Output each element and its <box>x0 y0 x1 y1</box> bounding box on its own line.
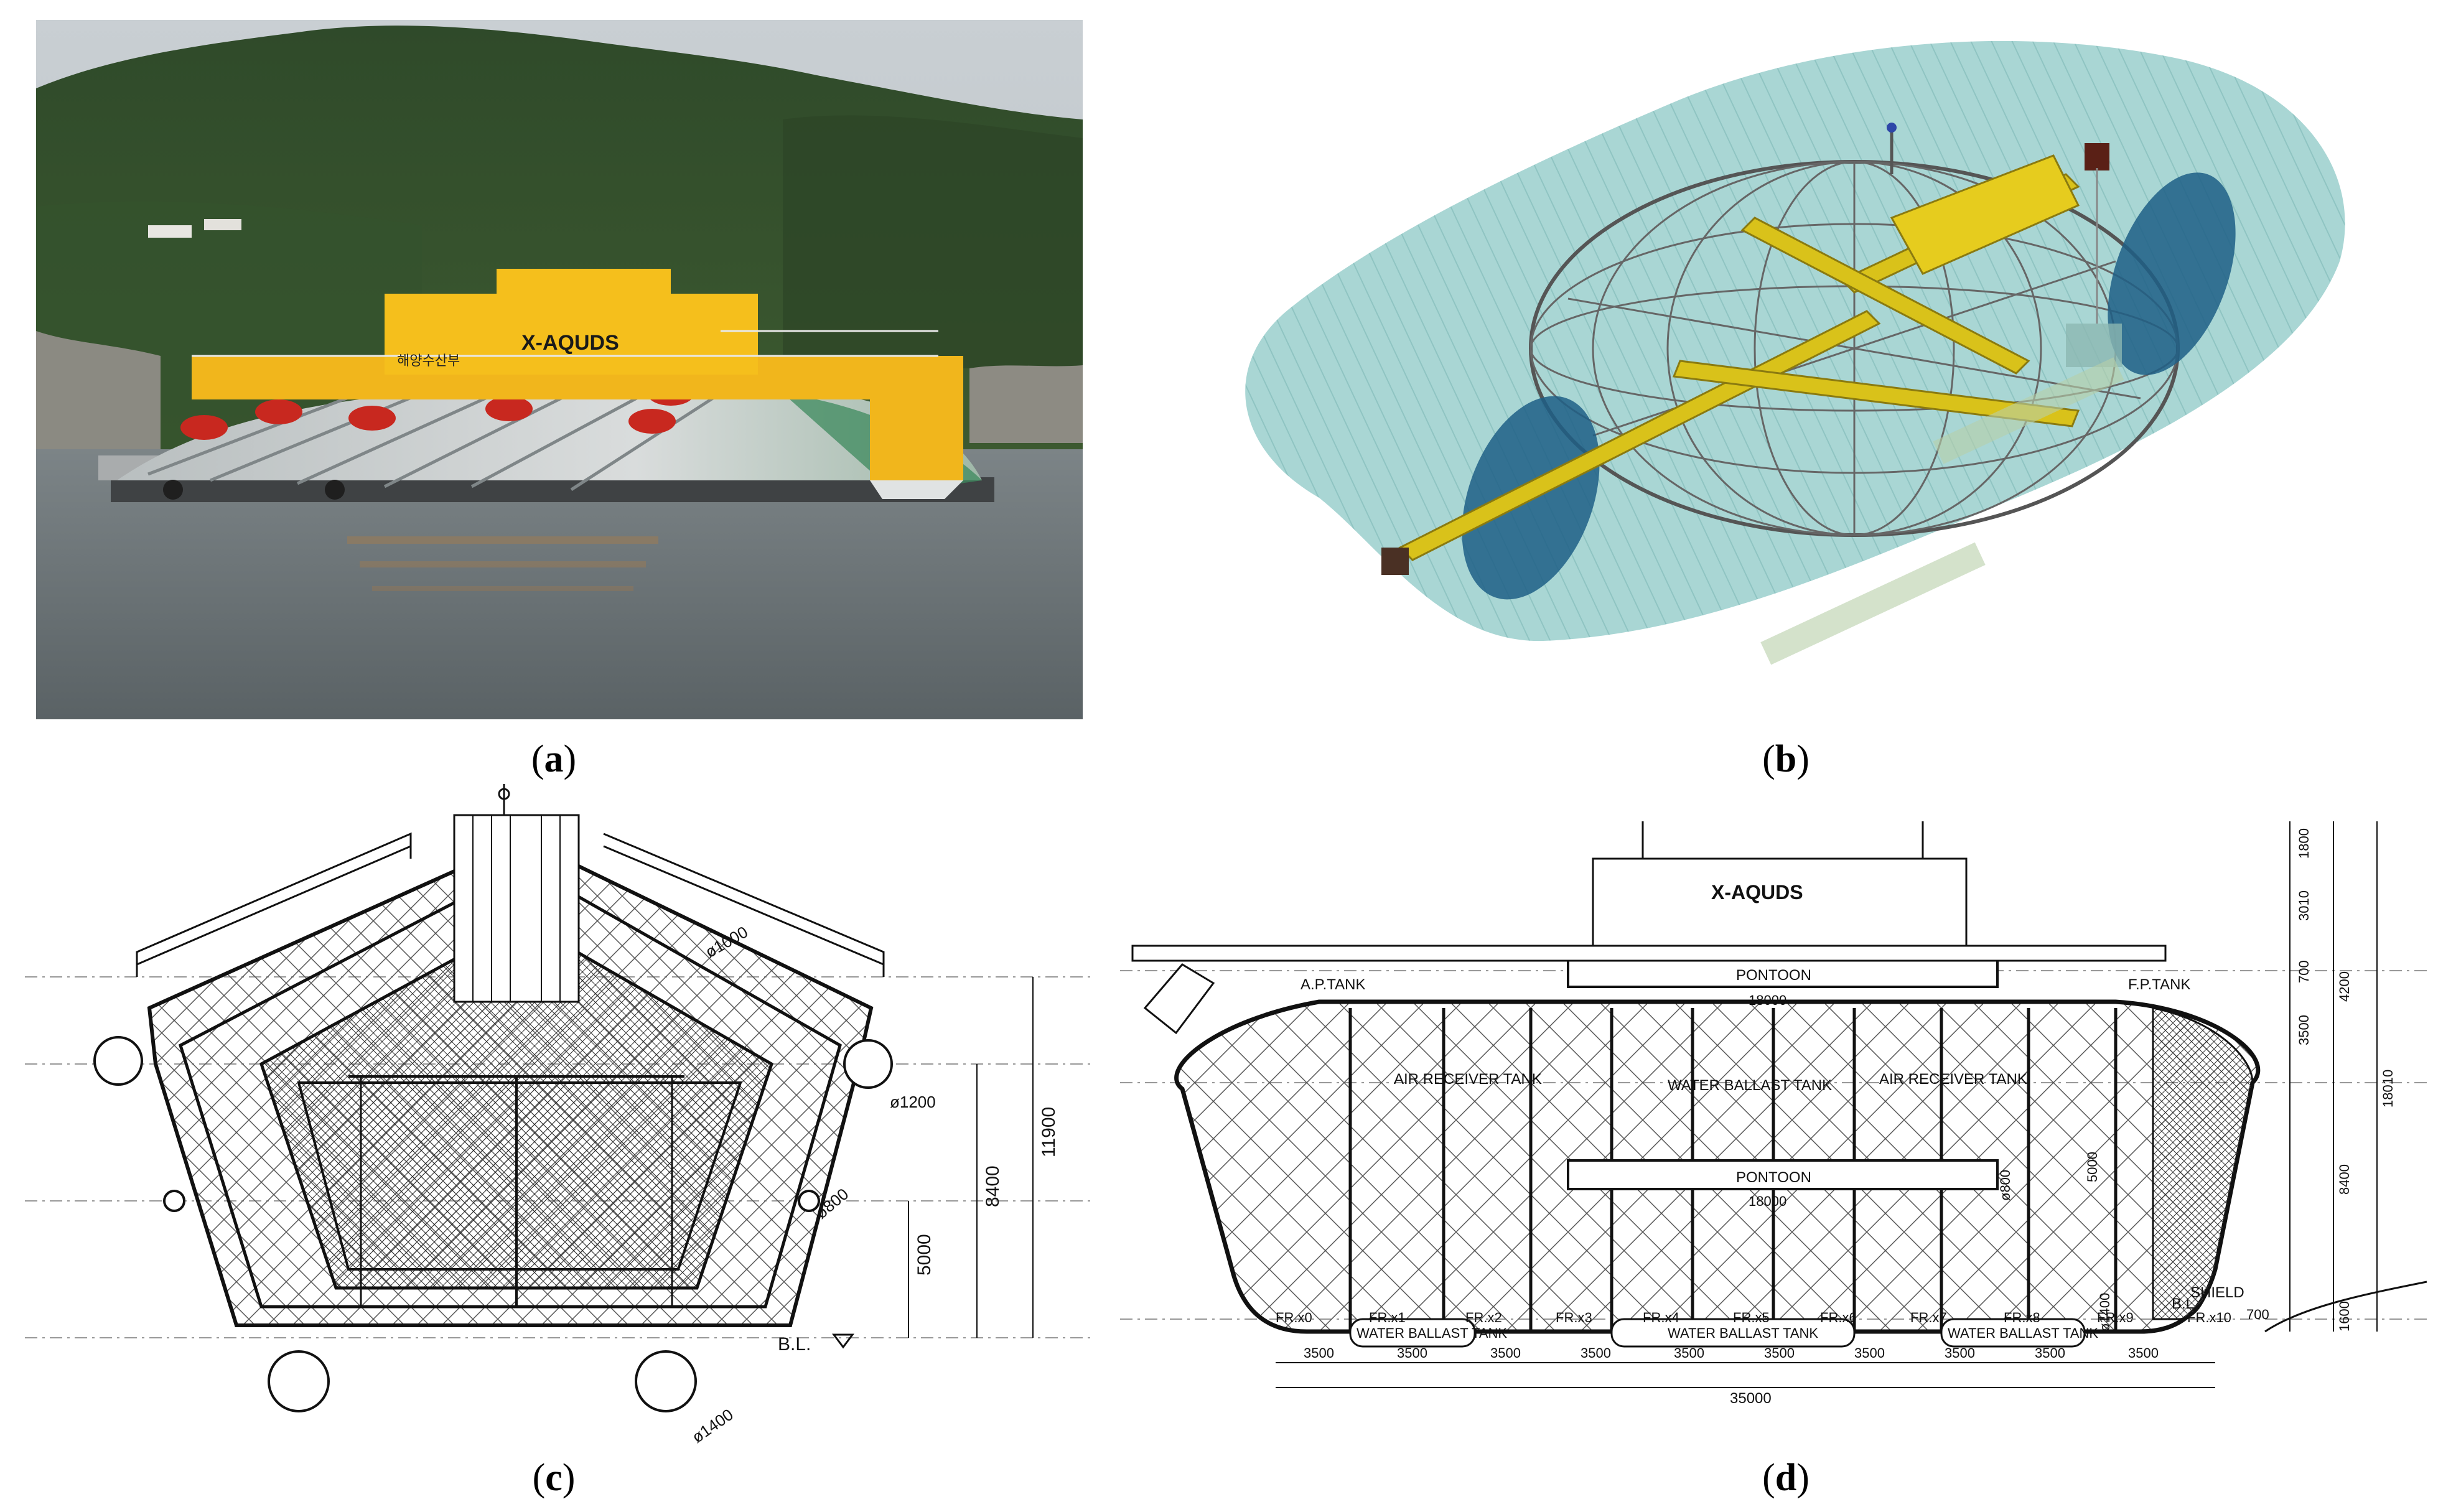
baseline-label-d: B.L. <box>2172 1295 2198 1312</box>
cross-section-drawing: 11900 8400 5000 ø1000 ø1200 ø800 ø1400 B… <box>25 784 1095 1447</box>
dim-d1400: ø1400 <box>688 1405 737 1447</box>
air-tank-right-label: AIR RECEIVER TANK <box>1879 1071 2027 1088</box>
spacing-label: 3500 <box>1674 1345 1704 1361</box>
ballast-tank-right <box>1940 1318 2086 1348</box>
frame-label: FR.x3 <box>1556 1310 1592 1325</box>
frame-label: FR.x6 <box>1820 1310 1857 1325</box>
photo-cage-illustration: X-AQUDS 해양수산부 <box>36 20 1083 719</box>
frame-label: FR.x4 <box>1643 1310 1679 1325</box>
spacing-label: 3500 <box>1490 1345 1521 1361</box>
profile-drawing: PONTOON 18000 PONTOON 18000 X-AQUDS A.P.… <box>1120 821 2427 1407</box>
dim-11900: 11900 <box>1039 1107 1059 1157</box>
ballast-tank-right-label: WATER BALLAST TANK <box>1948 1325 2098 1341</box>
caption-d-letter: d <box>1775 1457 1797 1499</box>
caption-c-letter: c <box>545 1457 563 1499</box>
frame-label: FR.x5 <box>1733 1310 1770 1325</box>
caption-b-close: ) <box>1796 738 1810 780</box>
baseline-label-c: B.L. <box>778 1334 811 1355</box>
dim-5000: 5000 <box>914 1234 935 1276</box>
pontoon-top-label: PONTOON <box>1736 967 1811 984</box>
panel-a-photo: X-AQUDS 해양수산부 <box>36 20 1083 719</box>
caption-a: (a) <box>460 737 647 782</box>
vdim: 18010 <box>2380 1070 2396 1108</box>
render-3d-cage <box>1245 40 2345 665</box>
vdim: 1600 <box>2337 1301 2352 1332</box>
ballast-tank-left-label: WATER BALLAST TANK <box>1357 1325 1507 1341</box>
profile-brand-label: X-AQUDS <box>1711 881 1803 903</box>
pontoon-top-length: 18000 <box>1749 992 1786 1008</box>
dim-8400: 8400 <box>983 1165 1003 1207</box>
vdim: ø800 <box>1997 1170 2013 1201</box>
vdim: 3500 <box>2296 1015 2312 1045</box>
spacing-label: 3500 <box>1945 1345 1975 1361</box>
caption-c-open: ( <box>532 1457 546 1499</box>
frame-label: FR.x1 <box>1369 1310 1406 1325</box>
vdim: 5000 <box>2085 1152 2100 1182</box>
vdim: 1800 <box>2296 828 2312 859</box>
shield-label: SHIELD <box>2190 1284 2244 1301</box>
water-ballast-mid-label: WATER BALLAST TANK <box>1668 1077 1832 1094</box>
caption-c-close: ) <box>562 1457 576 1499</box>
caption-a-close: ) <box>563 738 577 780</box>
mast-housing <box>453 814 580 1003</box>
vdim: ø1400 <box>2097 1293 2113 1332</box>
caption-d: (d) <box>1693 1456 1879 1500</box>
fp-tank-label: F.P.TANK <box>2128 976 2190 993</box>
panel-d-profile: PONTOON 18000 PONTOON 18000 X-AQUDS A.P.… <box>1120 821 2452 1431</box>
caption-b: (b) <box>1693 737 1879 782</box>
photo-owner-label: 해양수산부 <box>397 353 460 368</box>
superstructure <box>1592 857 1968 953</box>
frame-label: FR.x10 <box>2187 1310 2231 1325</box>
vdim: 700 <box>2246 1307 2269 1322</box>
deckhouse <box>1890 154 2080 275</box>
pontoon-top <box>1567 957 1999 988</box>
dim-d1200: ø1200 <box>890 1093 936 1111</box>
pontoon-bottom <box>1567 1159 1999 1190</box>
spacing-label: 3500 <box>2035 1345 2065 1361</box>
vdim: 8400 <box>2337 1164 2352 1195</box>
spacing-label: 3500 <box>2128 1345 2159 1361</box>
end-cap-right <box>2108 172 2236 375</box>
caption-c: (c) <box>460 1456 647 1500</box>
panel-c-cross-section: 11900 8400 5000 ø1000 ø1200 ø800 ø1400 B… <box>25 772 1120 1450</box>
buoy-left <box>1381 548 1409 575</box>
vdim: 3010 <box>2296 890 2312 921</box>
ballast-tank-center <box>1610 1318 1856 1348</box>
spacing-label: 3500 <box>1581 1345 1611 1361</box>
spacing-label: 3500 <box>1397 1345 1427 1361</box>
pontoon-bottom-label: PONTOON <box>1736 1169 1811 1186</box>
panel-b-3d-render <box>1195 12 2396 734</box>
pontoon-bottom-length: 18000 <box>1749 1193 1786 1209</box>
ballast-tank-center-label: WATER BALLAST TANK <box>1668 1325 1818 1341</box>
spacing-label: 3500 <box>1304 1345 1334 1361</box>
caption-a-letter: a <box>544 738 564 780</box>
frame-label: FR.x2 <box>1465 1310 1502 1325</box>
ballast-tank-left <box>1349 1318 1476 1348</box>
fp-tank-region <box>2152 1007 2254 1320</box>
total-length-label: 35000 <box>1730 1390 1772 1407</box>
frame-label: FR.x8 <box>2004 1310 2040 1325</box>
caption-b-open: ( <box>1762 738 1775 780</box>
caption-b-letter: b <box>1775 738 1797 780</box>
air-tank-left-label: AIR RECEIVER TANK <box>1394 1071 1542 1088</box>
spacing-label: 3500 <box>1764 1345 1795 1361</box>
frame-label: FR.x9 <box>2097 1310 2134 1325</box>
vdim: 700 <box>2296 960 2312 983</box>
frame-label: FR.x7 <box>1910 1310 1947 1325</box>
photo-brand-label: X-AQUDS <box>521 331 619 355</box>
vdim: 4200 <box>2337 971 2352 1002</box>
caption-d-close: ) <box>1796 1457 1810 1499</box>
ap-tank-label: A.P.TANK <box>1301 976 1365 993</box>
spacing-label: 3500 <box>1854 1345 1885 1361</box>
caption-d-open: ( <box>1762 1457 1775 1499</box>
frame-label: FR.x0 <box>1276 1310 1312 1325</box>
buoy-right <box>2085 143 2109 170</box>
caption-a-open: ( <box>531 738 544 780</box>
